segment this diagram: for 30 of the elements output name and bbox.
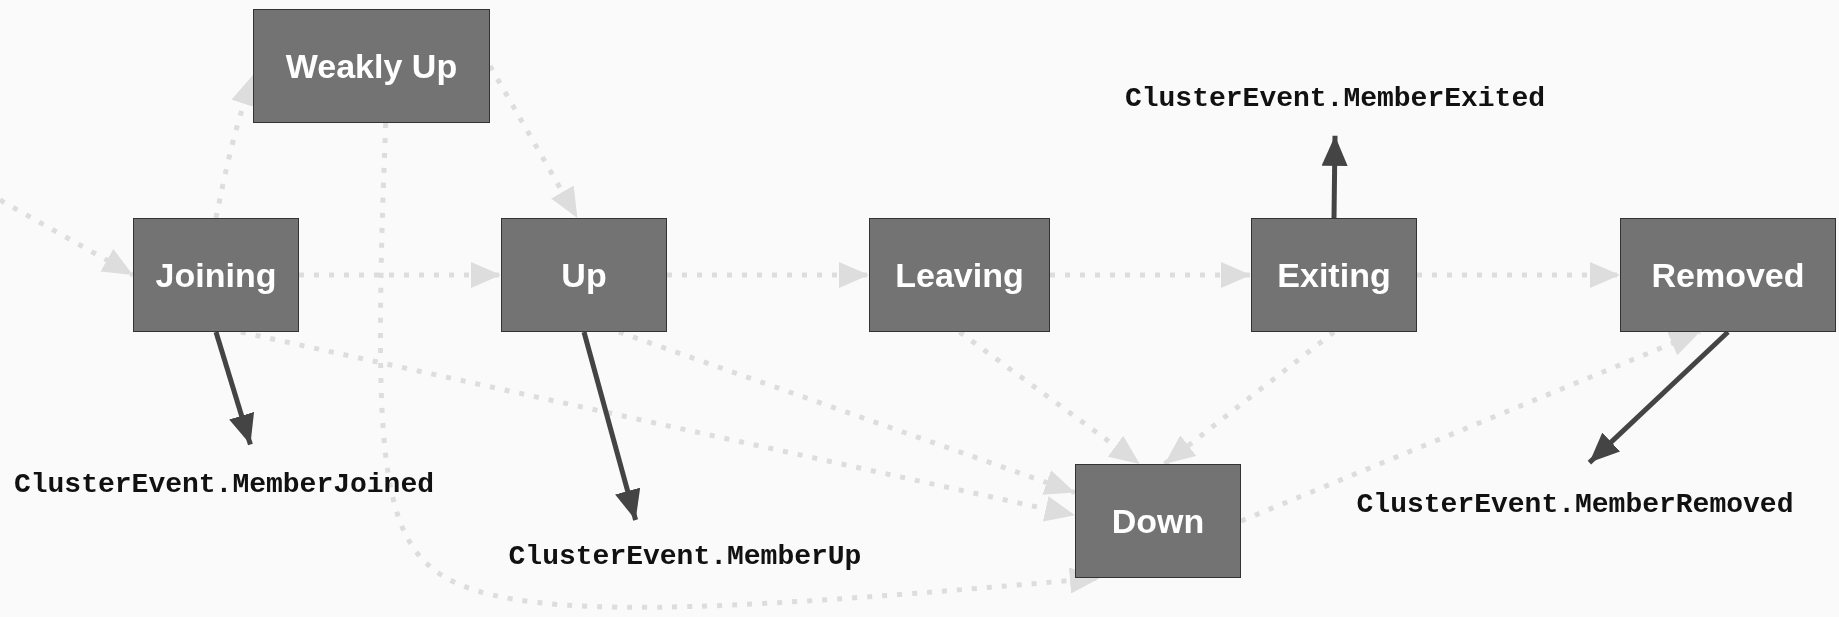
state-box	[869, 218, 1050, 332]
state-box	[133, 218, 299, 332]
arrow	[581, 331, 641, 521]
arrow	[213, 331, 255, 446]
arrow	[958, 330, 1142, 466]
event-label: ClusterEvent.MemberJoined	[13, 468, 435, 500]
arrow	[1587, 330, 1730, 465]
arrow	[299, 262, 501, 288]
arrow	[1417, 262, 1620, 288]
state-box	[1620, 218, 1836, 332]
arrow	[1050, 262, 1251, 288]
arrow	[1163, 330, 1336, 466]
event-label: ClusterEvent.MemberUp	[508, 540, 862, 572]
state-box	[1251, 218, 1417, 332]
arrow	[0, 197, 135, 278]
state-label: Weakly Up	[285, 46, 458, 86]
arrow	[377, 122, 1101, 610]
event-label: ClusterEvent.MemberRemoved	[1356, 488, 1794, 520]
arrow	[667, 262, 869, 288]
state-label: Down	[1111, 501, 1205, 541]
state-label: Exiting	[1277, 255, 1391, 295]
state-label: Removed	[1651, 255, 1805, 295]
state-box	[253, 9, 490, 123]
state-box	[1075, 464, 1241, 578]
state-label: Leaving	[895, 255, 1024, 295]
arrow	[1321, 135, 1348, 219]
state-box	[501, 218, 667, 332]
event-label: ClusterEvent.MemberExited	[1124, 82, 1546, 114]
state-label: Up	[561, 255, 607, 295]
state-label: Joining	[155, 255, 277, 295]
